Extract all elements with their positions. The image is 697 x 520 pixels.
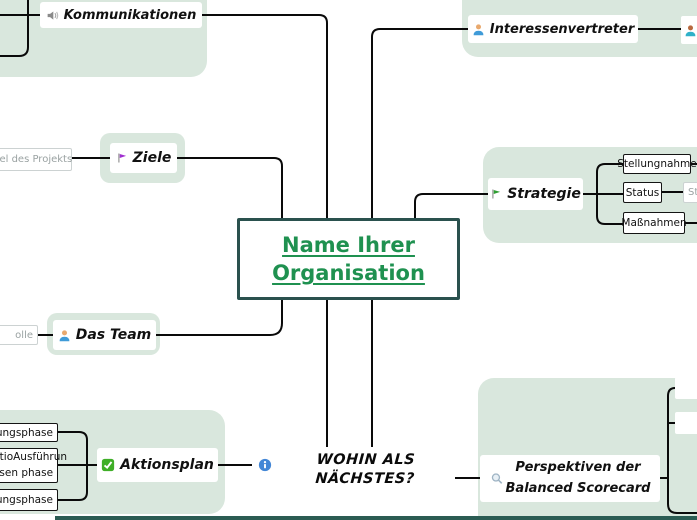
info-icon[interactable] [258,458,272,472]
node-label-line2: Balanced Scorecard [505,481,651,496]
node-rolle-placeholder-clipped[interactable]: olle [0,325,38,345]
node-label: Interessenvertreter [489,21,635,37]
node-strategie[interactable]: Strategie [488,178,583,210]
node-label: Status [625,186,660,199]
node-das-team[interactable]: Das Team [53,320,156,350]
node-central-topic[interactable]: Name Ihrer Organisation [237,218,460,300]
node-label: Stellungnahme [617,158,697,170]
node-massnahmen[interactable]: Maßnahmen [621,212,687,234]
node-label: ührungsphase [0,426,53,439]
node-stellungnahme[interactable]: Stellungnahme [617,154,697,174]
node-label: Maßnahmen [621,217,687,229]
checkbox-icon [101,458,115,472]
node-label: Ziele [132,150,172,166]
node-interessenvertreter[interactable]: Interessenvertreter [468,15,638,43]
speaker-icon [46,9,59,22]
green-flag-icon [490,188,502,200]
node-wohin-als-naechstes[interactable]: WOHIN ALS NÄCHSTES? [315,451,417,489]
node-phase-1-clipped[interactable]: ührungsphase [0,423,58,442]
node-label: Kommunikationen [63,7,197,23]
node-label: Das Team [75,327,152,343]
person-icon [472,23,485,36]
purple-flag-icon [116,152,128,164]
node-label-line2: NÄCHSTES? [314,470,416,487]
node-label: Ziel des Projekts [0,154,73,165]
node-ziel-des-projekts[interactable]: Ziel des Projekts [0,148,72,171]
central-topic-line2: Organisation [272,261,425,285]
node-label: Strategie [507,186,581,202]
node-aktionsplan[interactable]: Aktionsplan [97,448,218,482]
clipped-bottom-node-edge [55,516,697,520]
node-kommunikationen[interactable]: Kommunikationen [40,2,202,28]
node-ziele[interactable]: Ziele [110,143,177,173]
person-icon [684,24,697,37]
node-phase-3-clipped[interactable]: haltungsphase [0,489,58,511]
node-clipped-right-top[interactable] [681,16,697,44]
node-clipped-right-2[interactable] [675,412,697,434]
magnifier-icon [490,472,504,486]
node-perspektiven-balanced-scorecard[interactable]: Perspektiven der Balanced Scorecard [480,455,660,502]
node-label: olle [15,329,33,341]
node-clipped-right-1[interactable] [675,377,697,399]
node-label-line1: WOHIN ALS [316,452,416,468]
node-label-line1: Perspektiven der [515,459,641,475]
node-label: Aktionsplan [120,457,214,473]
node-label: haltungsphase [0,494,53,506]
node-label-line1: utioAusführun [0,451,68,464]
node-label: Sta [688,187,697,198]
person-icon [58,329,71,342]
central-topic-line1: Name Ihrer [282,232,415,257]
node-status-placeholder-clipped[interactable]: Sta [683,182,697,203]
node-status[interactable]: Status [623,182,662,203]
